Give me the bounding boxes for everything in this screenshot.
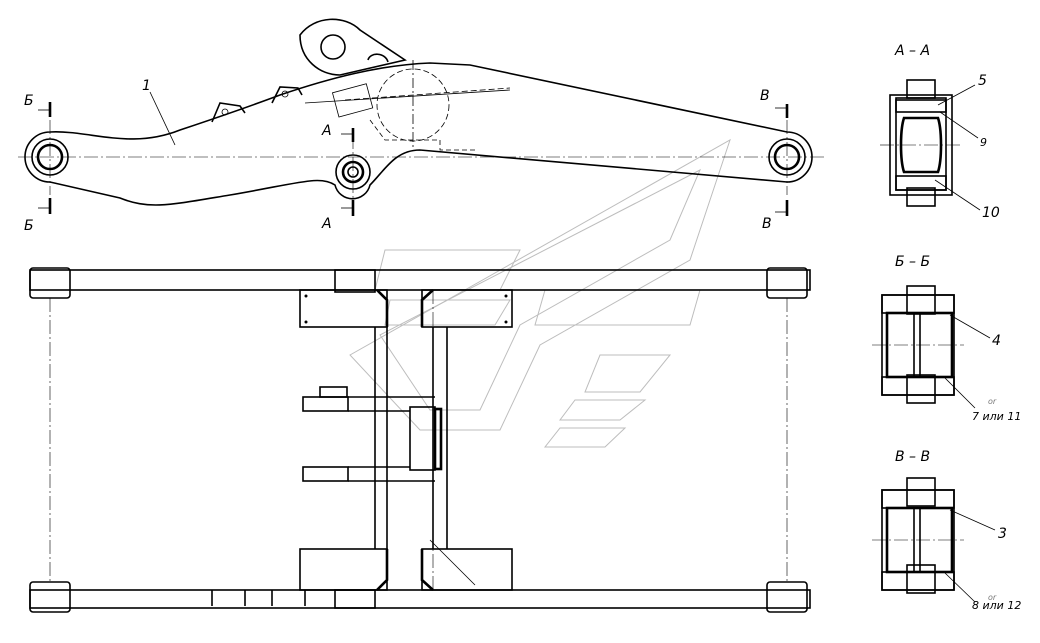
- callout-4: 4: [992, 333, 1001, 349]
- label-section-b-top: Б: [24, 93, 34, 109]
- label-section-a-top: А: [321, 123, 332, 139]
- section-vv: [872, 477, 996, 603]
- label-section-b-bottom: Б: [24, 218, 34, 234]
- or-note-2: or: [988, 593, 997, 602]
- lever-side-view: [18, 18, 825, 216]
- title-section-bb: Б – Б: [895, 254, 930, 270]
- section-aa: [880, 79, 981, 211]
- callout-10: 10: [982, 205, 1000, 221]
- label-section-v-bottom: В: [762, 216, 772, 232]
- callout-3: 3: [998, 526, 1007, 542]
- callout-9: 9: [980, 136, 987, 149]
- label-section-a-bottom: А: [321, 216, 332, 232]
- label-part-1: 1: [142, 78, 151, 94]
- title-section-vv: В – В: [895, 449, 930, 465]
- section-bb: [872, 285, 991, 409]
- callout-7-11: 7 или 11: [972, 410, 1021, 423]
- callout-5: 5: [978, 73, 987, 89]
- title-section-aa: А – А: [894, 43, 930, 59]
- frame-plan-view: [29, 267, 811, 613]
- callout-8-12: 8 или 12: [972, 599, 1021, 612]
- or-note-1: or: [988, 397, 997, 406]
- label-section-v-top: В: [760, 88, 770, 104]
- watermark-logo: [349, 138, 731, 448]
